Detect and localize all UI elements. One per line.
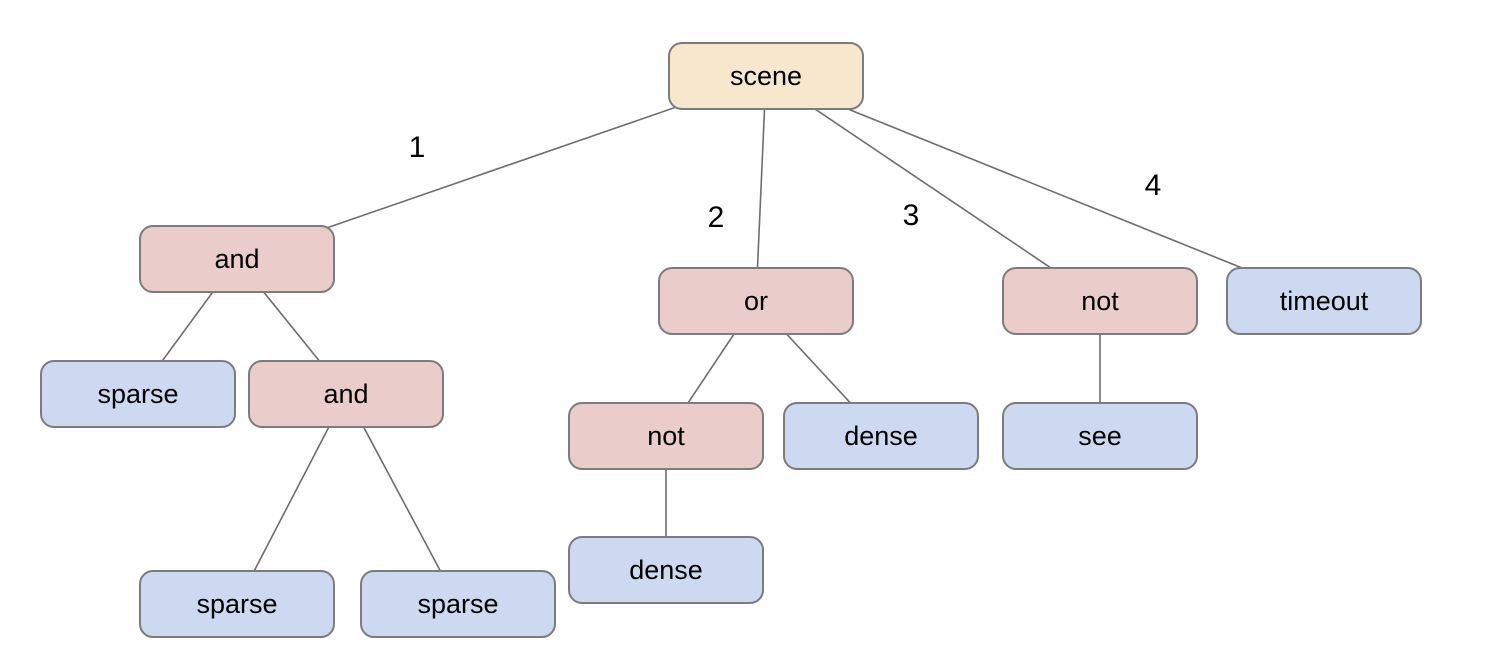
edge-scene-not	[765, 75, 1101, 302]
edge-and2-sparse2	[345, 393, 459, 605]
node-and-1: and	[139, 225, 335, 293]
node-sparse-1: sparse	[40, 360, 236, 428]
edge-label-1: 1	[408, 131, 426, 164]
edge-label-2: 2	[707, 201, 725, 234]
edge-label-3: 3	[902, 199, 920, 232]
edge-label-4: 4	[1144, 169, 1162, 202]
node-not-1: not	[1002, 267, 1198, 335]
node-or: or	[658, 267, 854, 335]
node-dense-1: dense	[783, 402, 979, 470]
node-sparse-2: sparse	[139, 570, 335, 638]
node-scene: scene	[668, 42, 864, 110]
node-and-2: and	[248, 360, 444, 428]
node-see: see	[1002, 402, 1198, 470]
node-timeout: timeout	[1226, 267, 1422, 335]
edge-scene-or	[755, 75, 767, 302]
node-sparse-3: sparse	[360, 570, 556, 638]
node-not-2: not	[568, 402, 764, 470]
node-dense-2: dense	[568, 536, 764, 604]
edge-and2-sparse	[236, 393, 347, 605]
edge-scene-timeout	[765, 75, 1325, 302]
